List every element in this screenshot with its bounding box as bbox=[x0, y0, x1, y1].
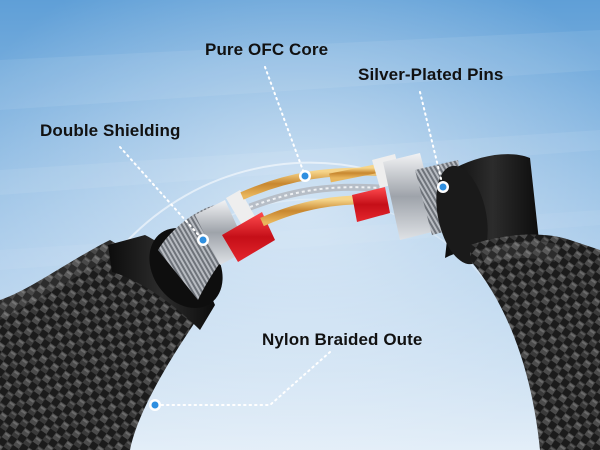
label-double-shielding: Double Shielding bbox=[40, 121, 181, 140]
right-silver-sleeve bbox=[383, 153, 440, 240]
left-cable-end bbox=[0, 167, 386, 450]
right-red-insulation bbox=[352, 187, 390, 222]
label-nylon-braided-outer: Nylon Braided Oute bbox=[262, 330, 423, 349]
callout-markers bbox=[149, 170, 449, 411]
callout-lines bbox=[119, 66, 444, 406]
right-braided-jacket bbox=[470, 234, 600, 450]
right-cable-end bbox=[329, 153, 600, 450]
left-red-insulation bbox=[222, 212, 275, 262]
label-silver-plated-pins: Silver-Plated Pins bbox=[358, 65, 504, 84]
label-pure-ofc-core: Pure OFC Core bbox=[205, 40, 329, 59]
